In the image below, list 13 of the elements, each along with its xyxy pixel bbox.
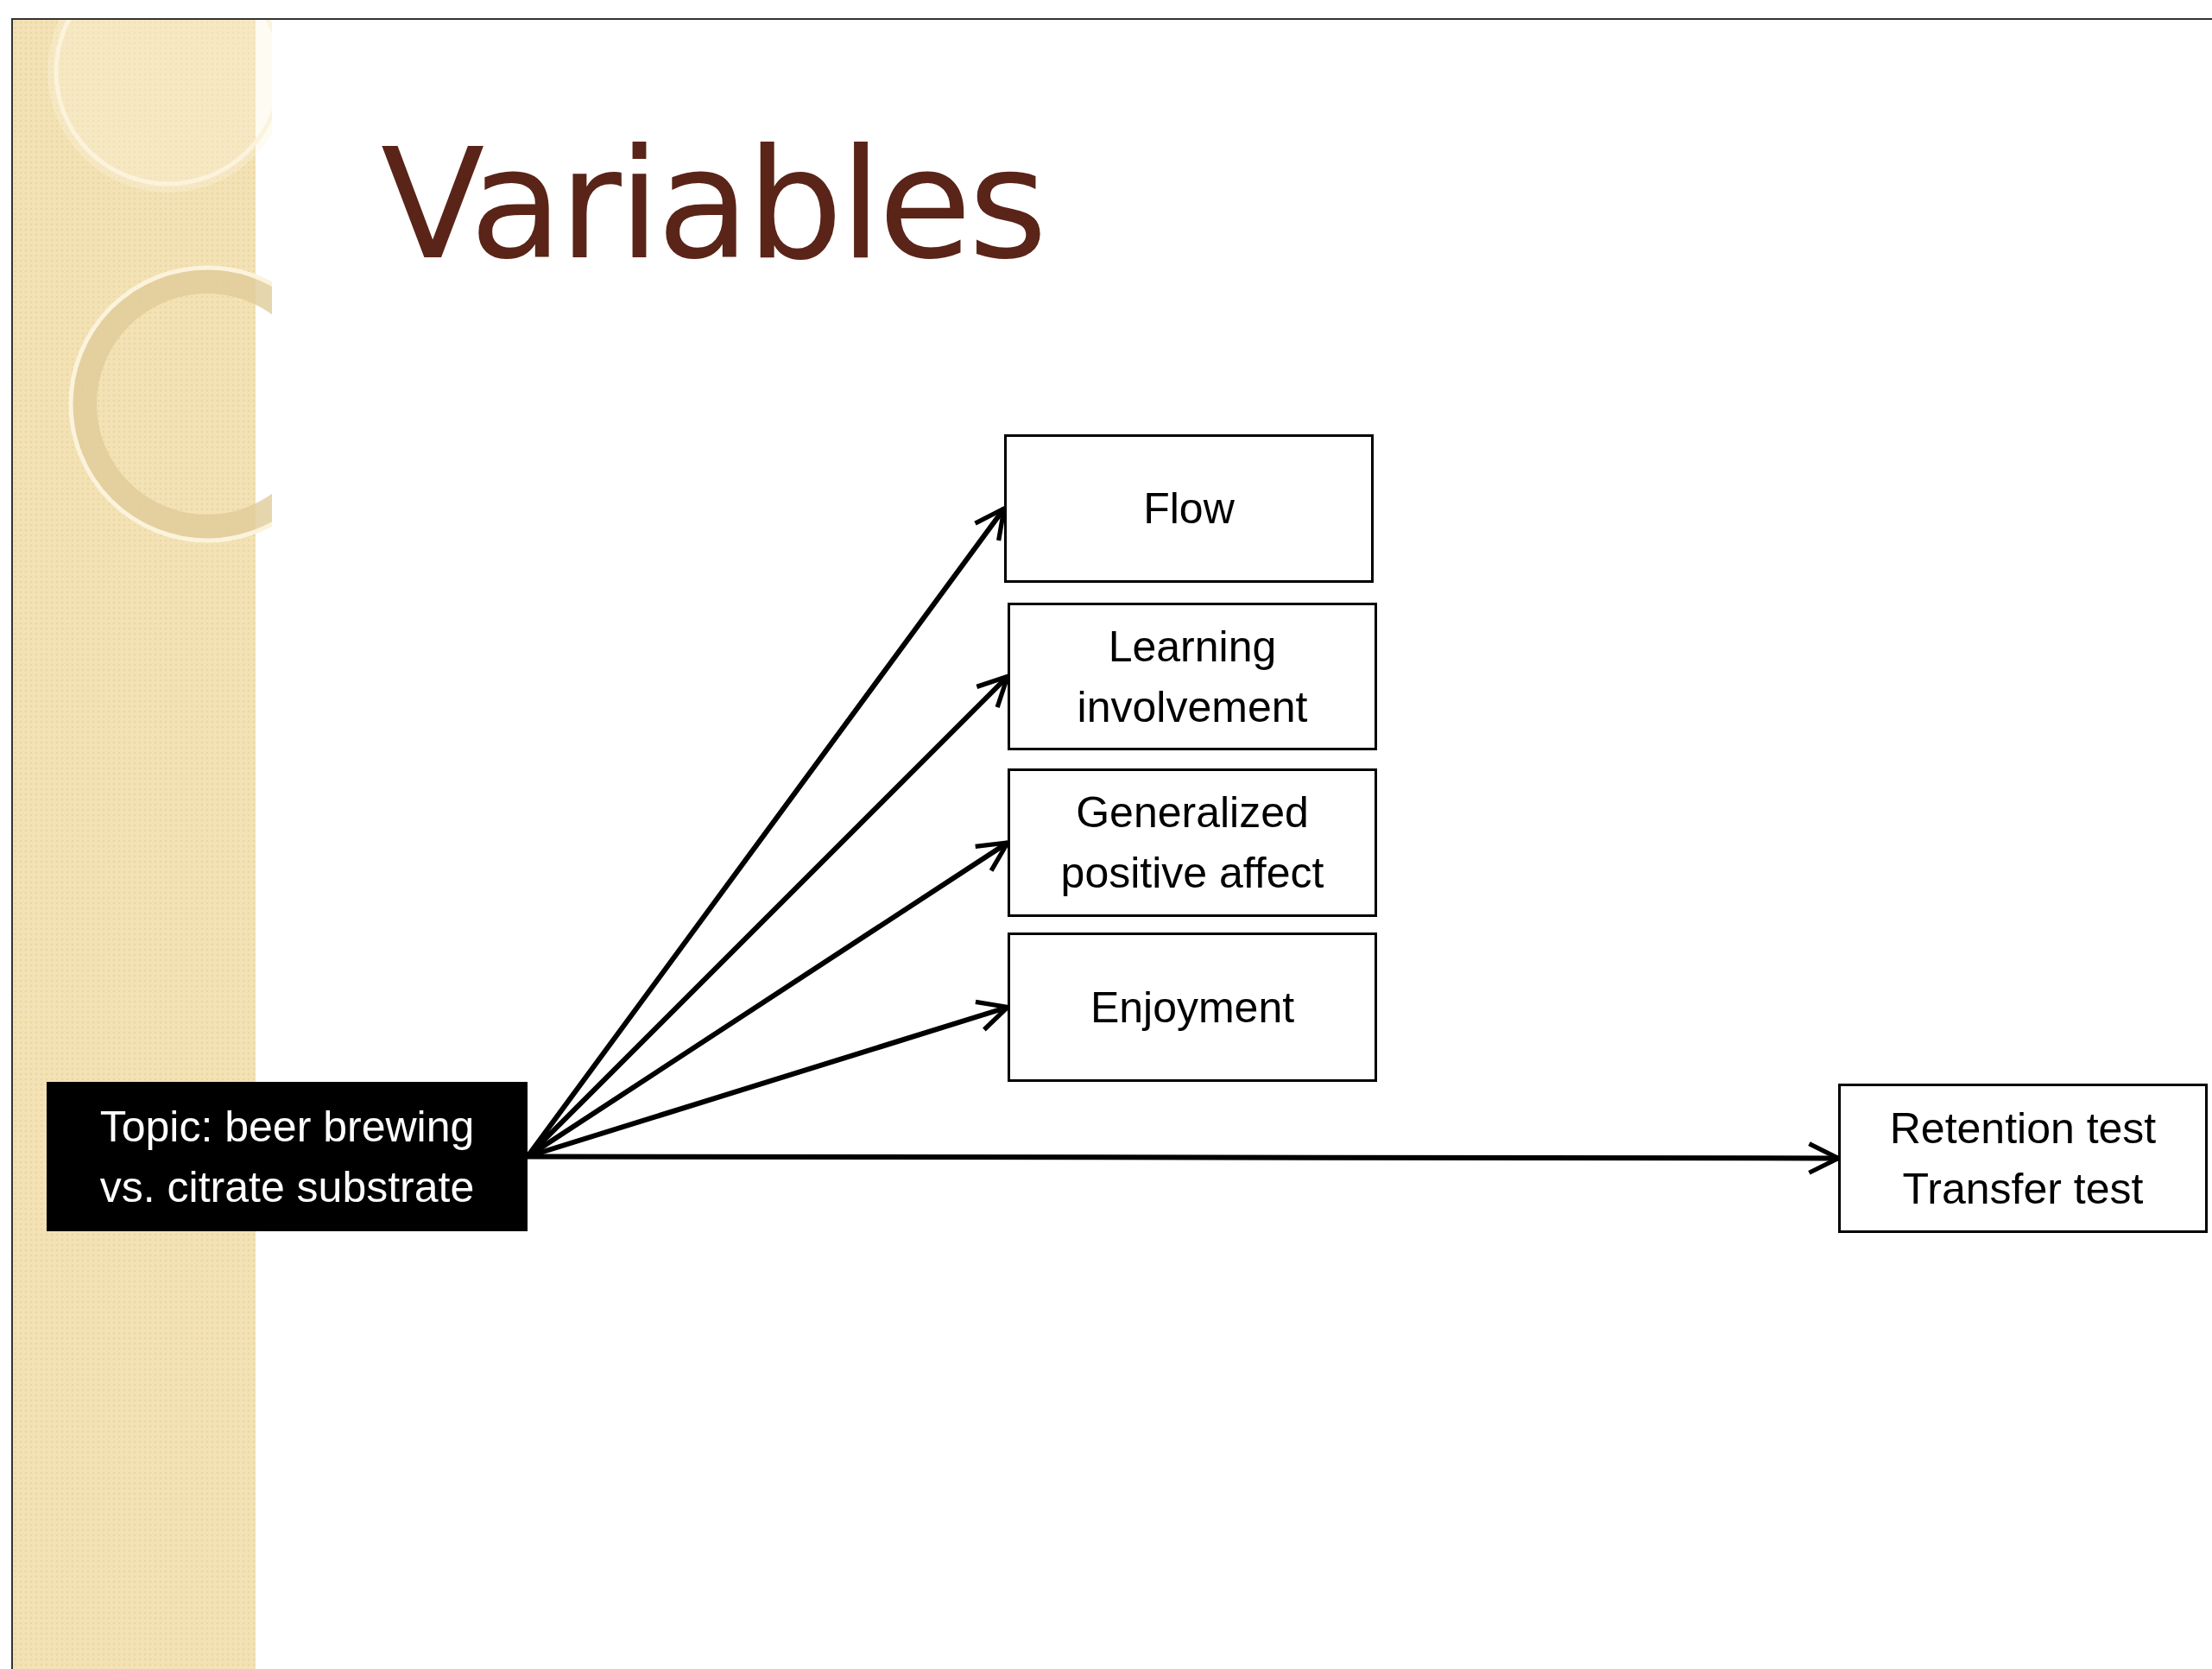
variable-box <box>1838 1084 2208 1233</box>
box-label: Enjoyment <box>1090 982 1295 1034</box>
variable-box <box>1004 434 1374 583</box>
box-label: Flow <box>1143 484 1235 534</box>
box-label: Generalized positive affect <box>1059 787 1325 899</box>
slide-title: Variables <box>381 130 1045 281</box>
box-label: Learning involvement <box>1076 621 1309 733</box>
variable-box <box>1008 768 1377 917</box>
box-label: Topic: beer brewing vs. citrate substrate <box>98 1101 476 1213</box>
box-label: Retention test Transfer test <box>1888 1103 2158 1215</box>
variable-box <box>1008 603 1377 750</box>
variable-box <box>1008 932 1377 1082</box>
variable-box <box>47 1082 528 1231</box>
